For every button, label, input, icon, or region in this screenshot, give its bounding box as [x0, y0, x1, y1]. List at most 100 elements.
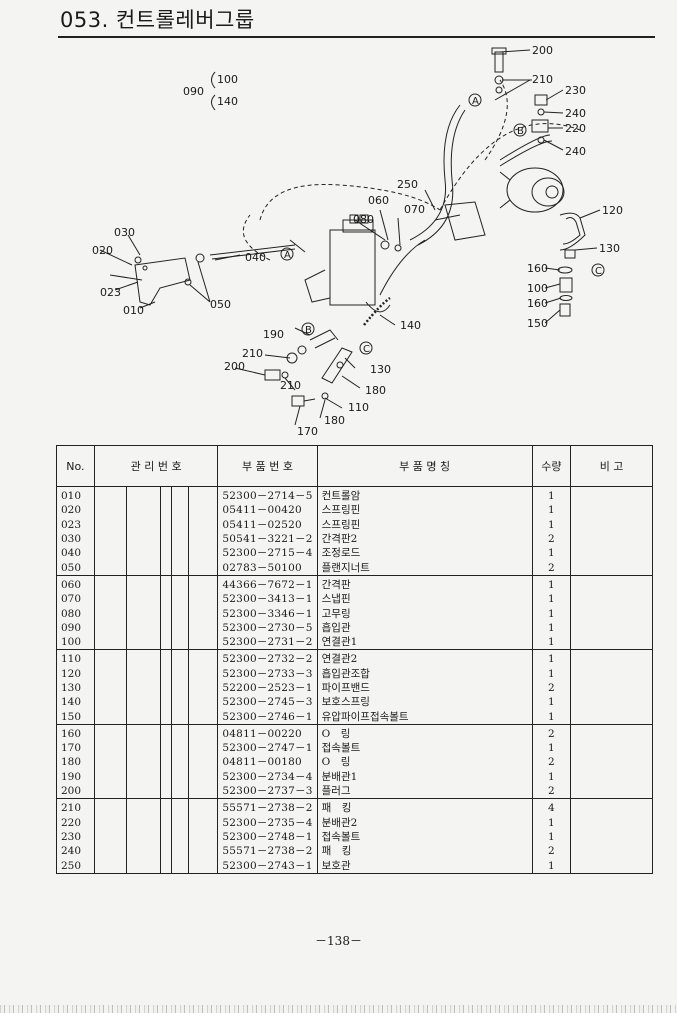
- cell-qty: 1: [531, 486, 572, 504]
- cell-mgmt-1: [93, 769, 128, 784]
- cell-mgmt-4: [170, 546, 189, 561]
- cell-qty: 1: [531, 741, 572, 756]
- callout-label: 080: [353, 213, 374, 226]
- cell-no: 180: [56, 755, 95, 770]
- cell-mgmt-2: [126, 517, 161, 532]
- header-part-no: 부 품 번 호: [217, 445, 318, 487]
- cell-no: 160: [56, 723, 95, 742]
- cell-mgmt-1: [93, 815, 128, 830]
- callout-label: 100: [527, 282, 548, 295]
- cell-mgmt-4: [170, 829, 189, 845]
- cell-remark: [570, 606, 653, 621]
- cell-mgmt-2: [126, 666, 161, 681]
- cell-mgmt-5: [187, 486, 219, 504]
- cell-no: 210: [56, 798, 95, 816]
- cell-no: 250: [56, 858, 95, 874]
- cell-part-no: 04811－00220: [217, 723, 318, 742]
- cell-remark: [570, 531, 653, 547]
- cell-mgmt-2: [126, 815, 161, 830]
- cell-part-no: 02783－50100: [217, 560, 318, 576]
- cell-mgmt-4: [170, 574, 189, 593]
- cell-qty: 1: [531, 695, 572, 710]
- cell-no: 130: [56, 680, 95, 696]
- cell-part-name: 패 킹: [316, 798, 533, 816]
- cell-mgmt-3: [159, 755, 172, 770]
- cell-mgmt-5: [187, 649, 219, 667]
- cell-mgmt-4: [170, 560, 189, 576]
- cell-part-name: O 링: [316, 755, 533, 770]
- cell-mgmt-3: [159, 634, 172, 650]
- cell-part-name: 흡입관: [316, 620, 533, 635]
- cell-part-no: 05411－02520: [217, 517, 318, 532]
- cell-no: 080: [56, 606, 95, 621]
- cell-remark: [570, 634, 653, 650]
- cell-no: 060: [56, 574, 95, 593]
- cell-mgmt-1: [93, 606, 128, 621]
- cell-mgmt-3: [159, 798, 172, 816]
- cell-no: 070: [56, 592, 95, 607]
- cell-mgmt-2: [126, 606, 161, 621]
- cell-part-name: 스프링핀: [316, 517, 533, 532]
- cell-part-no: 55571－2738－2: [217, 798, 318, 816]
- cell-mgmt-4: [170, 858, 189, 874]
- callout-label: 170: [297, 425, 318, 438]
- cell-remark: [570, 620, 653, 635]
- cell-part-no: 52300－2730－5: [217, 620, 318, 635]
- cell-mgmt-5: [187, 634, 219, 650]
- cell-mgmt-5: [187, 741, 219, 756]
- cell-mgmt-2: [126, 574, 161, 593]
- cell-qty: 1: [531, 666, 572, 681]
- callout-label: 160: [527, 262, 548, 275]
- cell-mgmt-4: [170, 620, 189, 635]
- cell-qty: 2: [531, 680, 572, 696]
- cell-part-name: 보호스프링: [316, 695, 533, 710]
- callout-label: 160: [527, 297, 548, 310]
- cell-part-no: 52300－2715－4: [217, 546, 318, 561]
- cell-mgmt-4: [170, 844, 189, 859]
- cell-mgmt-1: [93, 574, 128, 593]
- cell-qty: 1: [531, 592, 572, 607]
- callout-label: 220: [565, 122, 586, 135]
- callout-label: 100: [217, 73, 238, 86]
- cell-mgmt-2: [126, 649, 161, 667]
- cell-qty: 1: [531, 649, 572, 667]
- cell-part-no: 52300－2743－1: [217, 858, 318, 874]
- cell-remark: [570, 546, 653, 561]
- cell-mgmt-2: [126, 783, 161, 799]
- callout-label: 250: [397, 178, 418, 191]
- cell-mgmt-3: [159, 606, 172, 621]
- cell-part-no: 52300－2745－3: [217, 695, 318, 710]
- cell-no: 090: [56, 620, 95, 635]
- cell-remark: [570, 517, 653, 532]
- cell-no: 220: [56, 815, 95, 830]
- callout-label: 210: [532, 73, 553, 86]
- reference-mark: A: [472, 96, 479, 107]
- cell-mgmt-2: [126, 560, 161, 576]
- cell-mgmt-3: [159, 844, 172, 859]
- cell-qty: 1: [531, 503, 572, 518]
- callout-label: 150: [527, 317, 548, 330]
- cell-mgmt-2: [126, 680, 161, 696]
- cell-mgmt-5: [187, 783, 219, 799]
- callout-label: 070: [404, 203, 425, 216]
- cell-part-name: 분배관2: [316, 815, 533, 830]
- cell-qty: 2: [531, 560, 572, 576]
- cell-part-no: 04811－00180: [217, 755, 318, 770]
- cell-part-name: 간격판2: [316, 531, 533, 547]
- cell-mgmt-1: [93, 666, 128, 681]
- cell-part-name: 파이프밴드: [316, 680, 533, 696]
- cell-mgmt-2: [126, 723, 161, 742]
- cell-qty: 2: [531, 531, 572, 547]
- cell-no: 240: [56, 844, 95, 859]
- reference-mark: C: [595, 266, 602, 277]
